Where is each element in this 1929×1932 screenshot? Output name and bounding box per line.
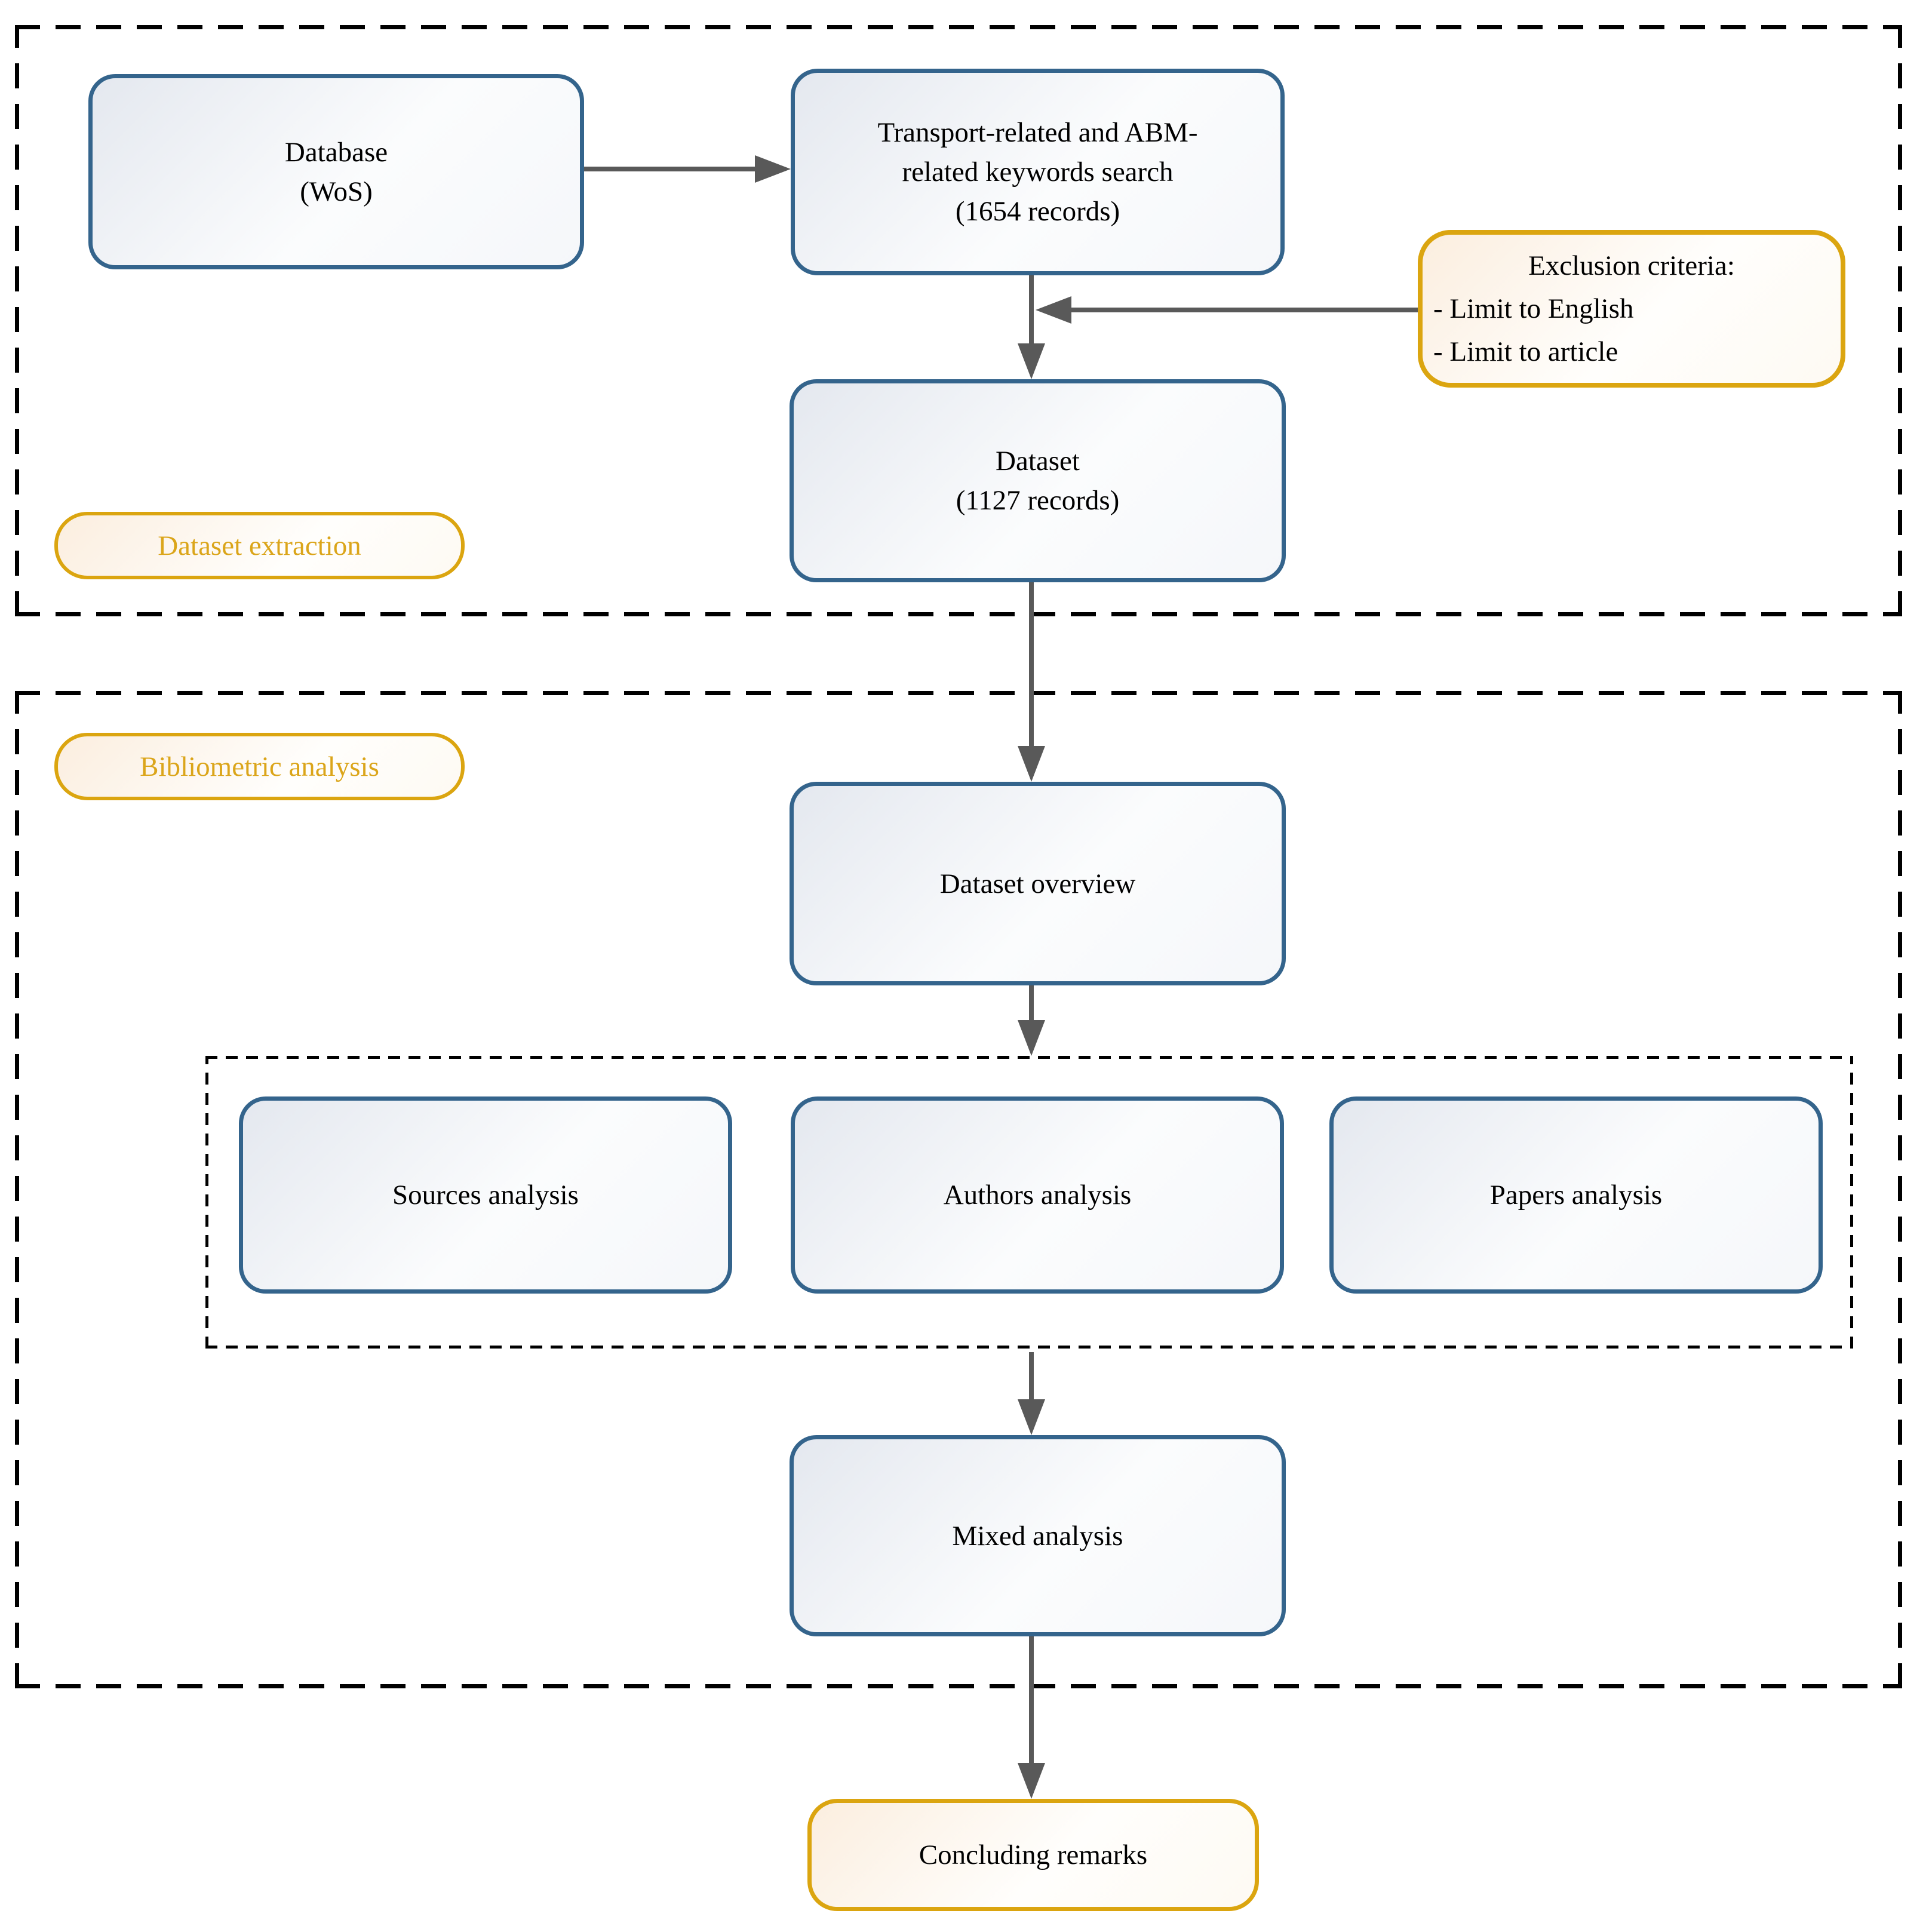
node-concluding-remarks-label: Concluding remarks	[919, 1839, 1148, 1870]
node-papers-analysis: Papers analysis	[1329, 1096, 1823, 1294]
arrow-shaft	[1029, 1352, 1034, 1400]
node-authors-analysis-label: Authors analysis	[943, 1180, 1132, 1211]
node-sources-analysis: Sources analysis	[239, 1096, 732, 1294]
exclusion-criteria-item1: - Limit to English	[1433, 293, 1634, 324]
node-mixed-analysis-label: Mixed analysis	[952, 1520, 1123, 1552]
arrowhead-down-icon	[1018, 343, 1045, 379]
node-database: Database (WoS)	[88, 74, 584, 269]
node-exclusion-criteria: Exclusion criteria: - Limit to English -…	[1418, 230, 1845, 388]
arrow-shaft	[1029, 582, 1034, 747]
arrow-shaft	[584, 167, 757, 171]
node-keywords-search-line1: Transport-related and ABM-	[877, 117, 1198, 148]
node-dataset: Dataset (1127 records)	[790, 379, 1286, 582]
arrowhead-down-icon	[1018, 1020, 1045, 1056]
node-database-line2: (WoS)	[300, 176, 373, 207]
bibliometric-analysis-label-text: Bibliometric analysis	[140, 751, 379, 782]
bibliometric-analysis-label: Bibliometric analysis	[54, 733, 465, 800]
arrow-shaft	[1029, 985, 1034, 1021]
node-papers-analysis-label: Papers analysis	[1489, 1180, 1663, 1211]
node-keywords-search: Transport-related and ABM- related keywo…	[791, 69, 1285, 275]
node-concluding-remarks: Concluding remarks	[807, 1799, 1259, 1911]
arrowhead-down-icon	[1018, 746, 1045, 782]
dataset-extraction-label: Dataset extraction	[54, 512, 465, 579]
dataset-extraction-label-text: Dataset extraction	[158, 530, 361, 561]
arrow-shaft	[1029, 275, 1034, 345]
node-dataset-line1: Dataset	[996, 446, 1080, 477]
node-keywords-search-line3: (1654 records)	[955, 196, 1120, 227]
arrowhead-down-icon	[1018, 1763, 1045, 1799]
node-sources-analysis-label: Sources analysis	[392, 1180, 579, 1211]
exclusion-criteria-title: Exclusion criteria:	[1528, 250, 1735, 281]
arrow-shaft	[1070, 308, 1418, 312]
arrowhead-right-icon	[755, 155, 791, 183]
node-authors-analysis: Authors analysis	[791, 1096, 1284, 1294]
node-dataset-line2: (1127 records)	[956, 485, 1120, 516]
node-keywords-search-line2: related keywords search	[902, 156, 1174, 188]
node-dataset-overview-label: Dataset overview	[939, 868, 1136, 899]
node-mixed-analysis: Mixed analysis	[790, 1435, 1286, 1636]
exclusion-criteria-item2: - Limit to article	[1433, 336, 1618, 367]
node-dataset-overview: Dataset overview	[790, 782, 1286, 985]
arrowhead-down-icon	[1018, 1399, 1045, 1435]
node-database-line1: Database	[284, 136, 388, 168]
arrowhead-left-icon	[1036, 296, 1071, 324]
arrow-shaft	[1029, 1636, 1034, 1764]
